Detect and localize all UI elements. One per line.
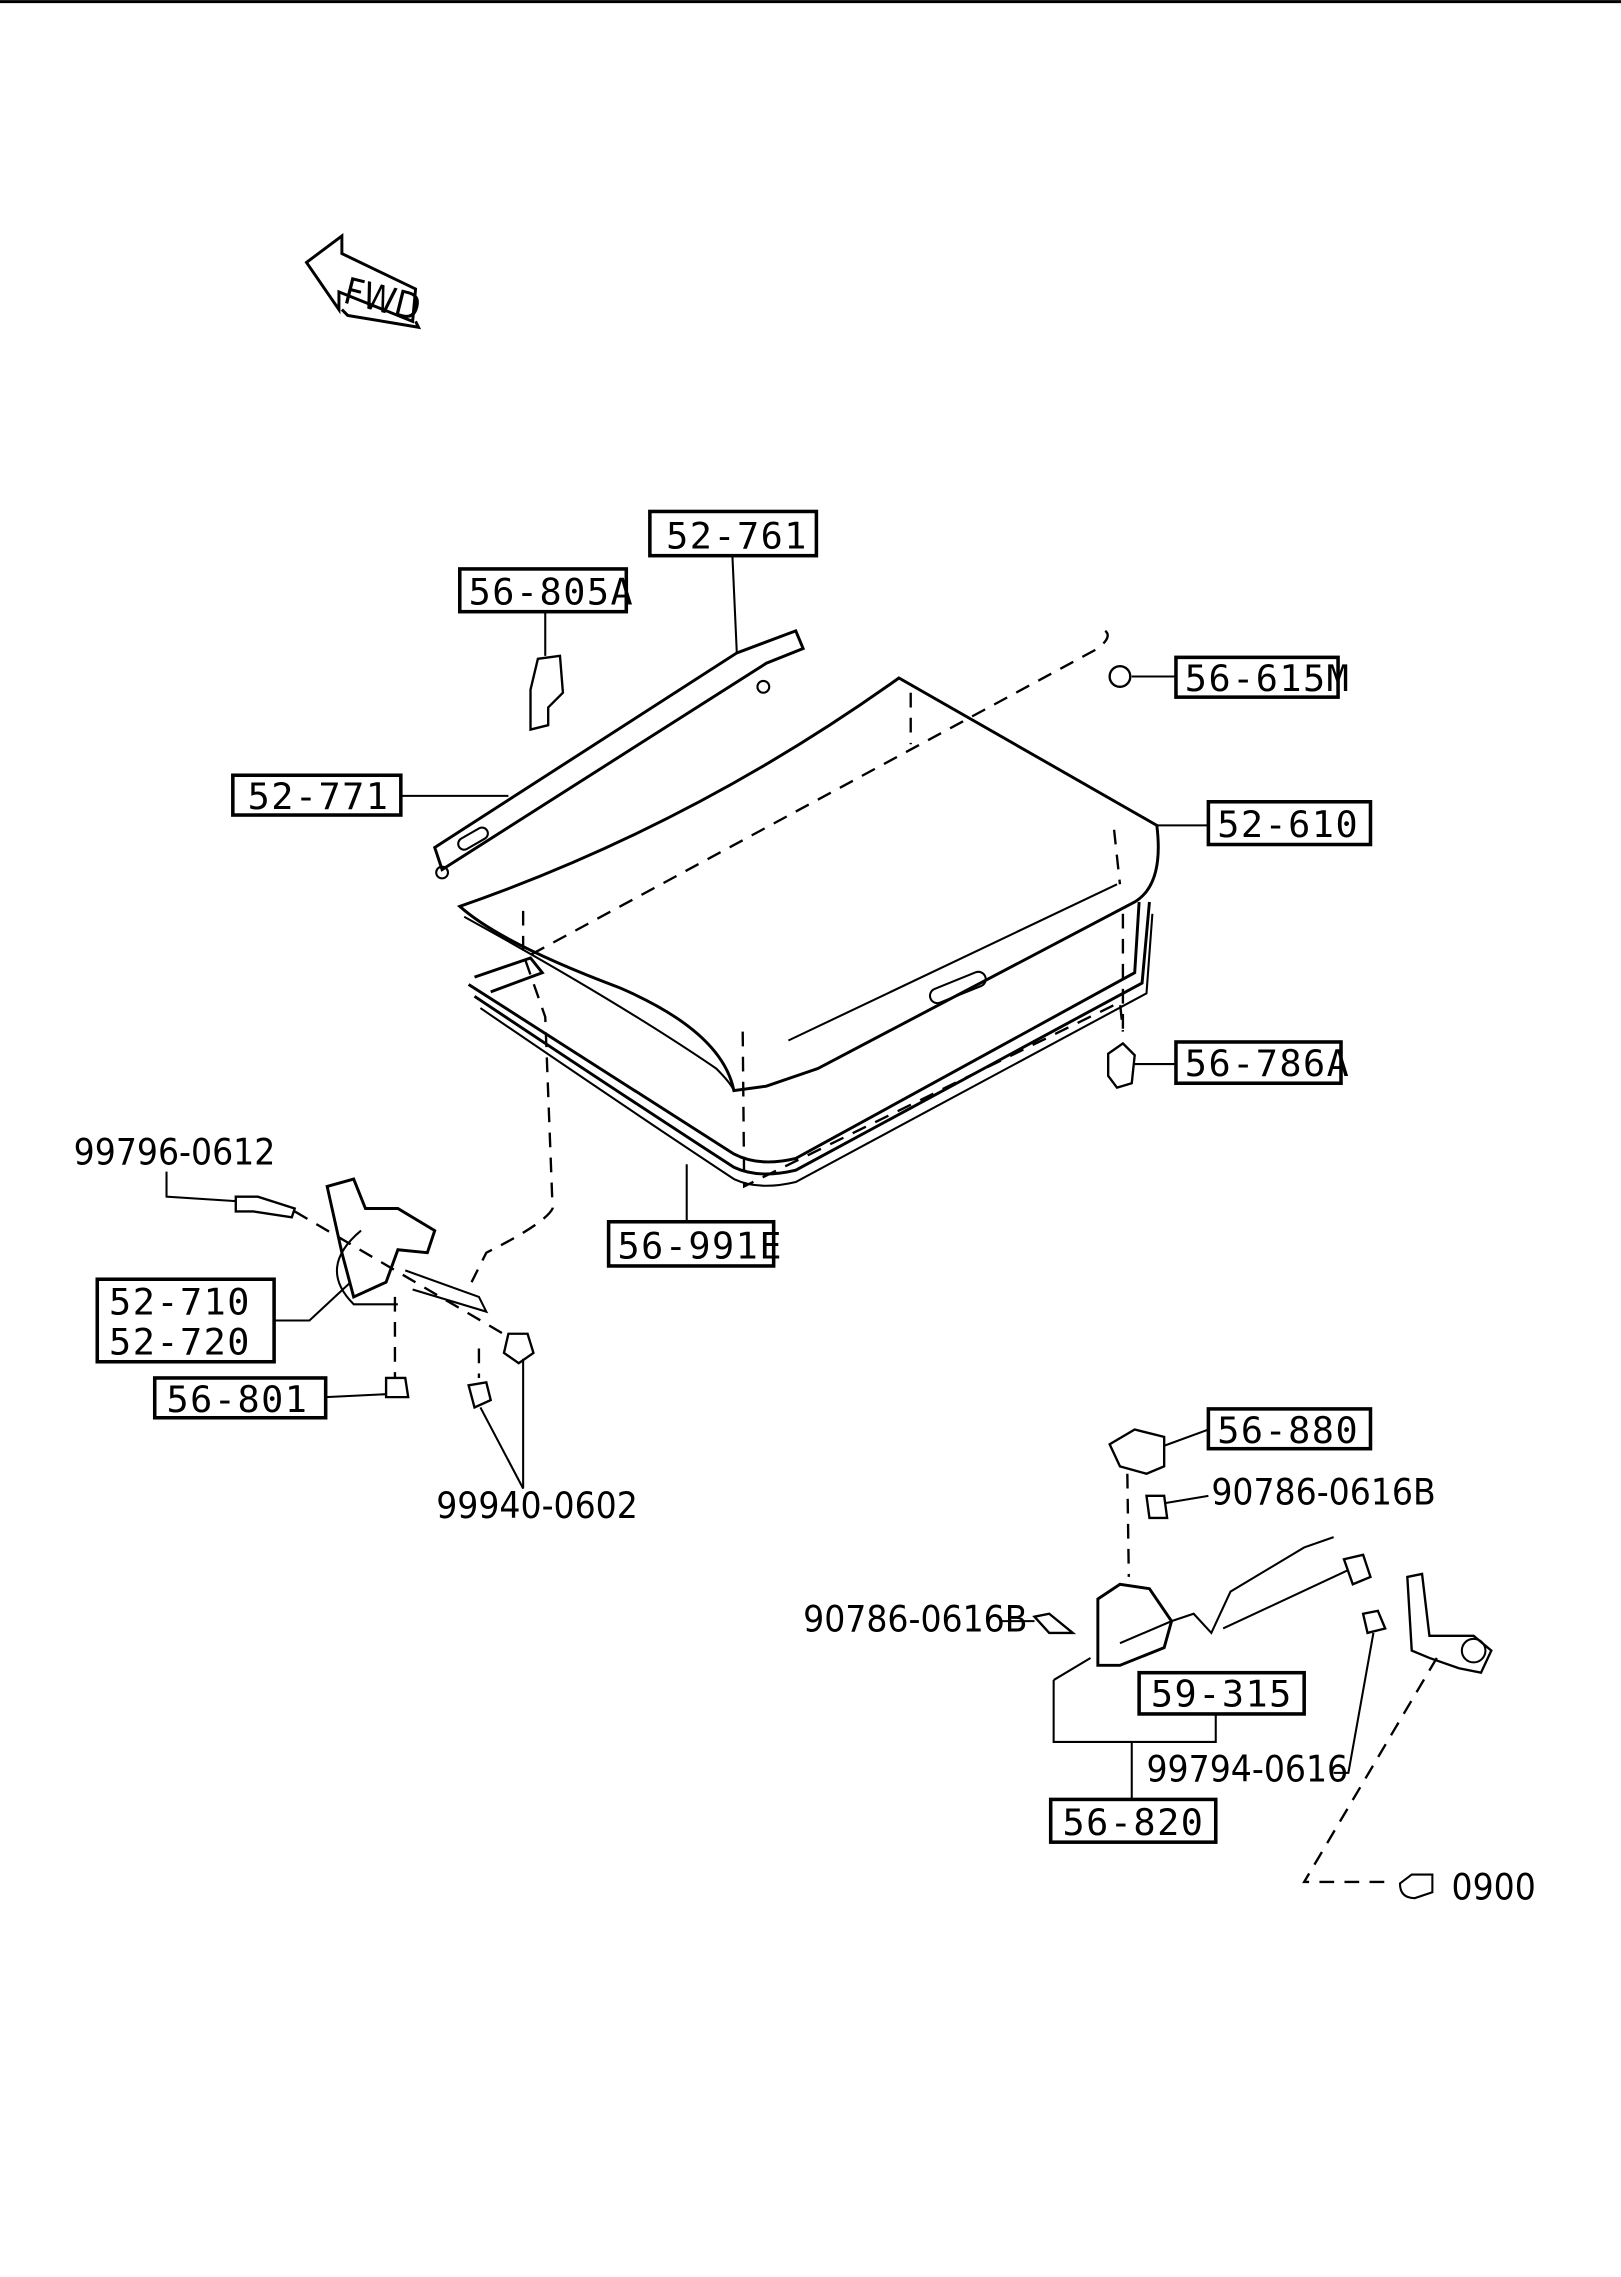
part-label-90786-0616B-right: 90786-0616B (1211, 1471, 1435, 1514)
pointing-hand-icon (1398, 1873, 1434, 1900)
svg-text:56-805A: 56-805A (469, 570, 635, 613)
svg-text:56-991E: 56-991E (617, 1225, 783, 1268)
part-label-99796-0612: 99796-0612 (74, 1130, 276, 1173)
svg-text:52-710: 52-710 (109, 1281, 251, 1324)
part-label-56-880: 56-880 (1206, 1407, 1373, 1452)
clip-part (529, 654, 565, 732)
bumper-part (1106, 1041, 1136, 1090)
part-label-56-801: 56-801 (152, 1376, 328, 1421)
svg-text:56-820: 56-820 (1062, 1801, 1204, 1844)
part-label-52-610: 52-610 (1206, 800, 1373, 847)
svg-text:52-610: 52-610 (1217, 803, 1359, 846)
leader-lines (165, 555, 1375, 1800)
part-label-99940-0602: 99940-0602 (436, 1484, 638, 1527)
part-label-90786-0616B-left: 90786-0616B (803, 1597, 1027, 1640)
svg-text:56-880: 56-880 (1217, 1409, 1359, 1452)
svg-text:52-771: 52-771 (248, 775, 390, 818)
reference-link[interactable]: 0900 (1398, 1866, 1536, 1909)
part-label-56-805A: 56-805A (458, 567, 635, 614)
svg-text:52-720: 52-720 (109, 1320, 251, 1363)
part-label-56-820: 56-820 (1048, 1797, 1218, 1844)
svg-text:52-761: 52-761 (666, 514, 808, 557)
part-label-59-315: 59-315 (1137, 1670, 1306, 1716)
part-label-52-771: 52-771 (231, 773, 403, 818)
reference-number: 0900 (1452, 1866, 1536, 1909)
latch-part (1032, 1428, 1493, 1743)
weatherstrip (467, 901, 1154, 1187)
nut-part (1108, 665, 1132, 689)
part-label-56-991E: 56-991E (606, 1219, 783, 1268)
svg-text:56-615M: 56-615M (1185, 657, 1351, 700)
trunk-lid (456, 676, 1160, 1093)
svg-text:56-801: 56-801 (167, 1378, 309, 1421)
svg-text:56-786A: 56-786A (1185, 1042, 1351, 1085)
part-label-56-615M: 56-615M (1174, 655, 1351, 700)
hinge-part (234, 1177, 535, 1410)
part-label-56-786A: 56-786A (1174, 1040, 1351, 1086)
part-label-99794-0616: 99794-0616 (1146, 1748, 1348, 1791)
svg-text:59-315: 59-315 (1151, 1673, 1293, 1716)
part-label-52-761: 52-761 (648, 509, 819, 558)
fwd-arrow-icon: FWD (304, 232, 425, 330)
fwd-label: FWD (340, 269, 425, 329)
